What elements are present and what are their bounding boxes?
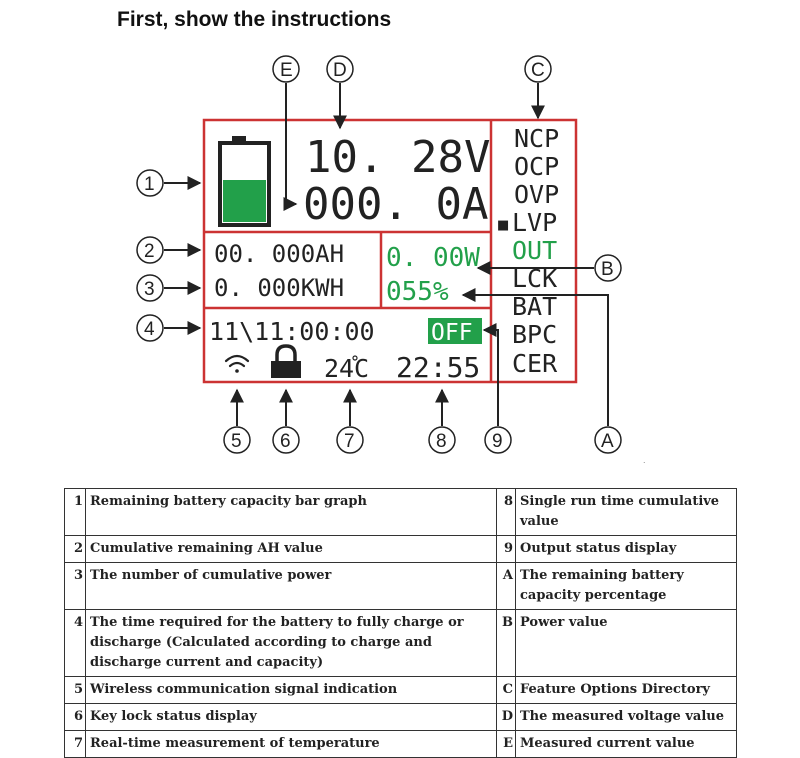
battery-icon [218, 136, 271, 227]
callout-4: 4 [136, 314, 164, 342]
svg-text:E: E [280, 60, 293, 81]
power-value: 0. 00W [386, 243, 480, 273]
legend-number: 7 [64, 730, 86, 758]
legend-description: Wireless communication signal indication [85, 676, 497, 704]
svg-text:3: 3 [144, 279, 155, 300]
svg-text:B: B [601, 259, 614, 280]
callout-1: 1 [136, 169, 164, 197]
time-value: 11\11:00:00 [209, 317, 375, 346]
legend-key: B [496, 609, 516, 677]
legend-number: 1 [64, 488, 86, 536]
stray-mark: . [643, 455, 646, 465]
menu-item-ocp: OCP [514, 152, 559, 181]
battery-level-fill [223, 180, 266, 222]
callout-6: 6 [272, 426, 300, 454]
percent-value: 055% [386, 277, 449, 307]
svg-text:7: 7 [344, 431, 355, 452]
callout-c: C [524, 55, 552, 83]
temperature-unit: C [354, 354, 369, 383]
legend-description: Cumulative remaining AH value [85, 535, 497, 563]
legend-key: C [496, 676, 516, 704]
callout-3: 3 [136, 274, 164, 302]
legend-key: A [496, 562, 516, 610]
menu-selected-marker: ■ [497, 218, 509, 233]
kwh-value: 0. 000KWH [214, 274, 344, 302]
temperature-value: 24 [324, 354, 354, 383]
legend-key: D [496, 703, 516, 731]
callout-8: 8 [428, 426, 456, 454]
callout-7: 7 [336, 426, 364, 454]
svg-text:A: A [601, 431, 614, 452]
page-title: First, show the instructions [117, 8, 392, 31]
clock-value: 22:55 [396, 351, 480, 384]
svg-text:4: 4 [144, 319, 155, 340]
lcd-diagram: 10. 28V 000. 0A 00. 000AH 0. 000KWH 0. 0… [136, 55, 622, 454]
legend-key: E [496, 730, 516, 758]
menu-item-bat: BAT [512, 292, 557, 321]
legend-key: 9 [496, 535, 516, 563]
legend-key-description: The measured voltage value [515, 703, 737, 731]
status-text: OFF [431, 320, 473, 346]
current-value: 000. 0A [303, 179, 488, 230]
degree-mark [352, 355, 358, 361]
legend-key-description: Feature Options Directory [515, 676, 737, 704]
legend-description: The number of cumulative power [85, 562, 497, 610]
legend-number: 5 [64, 676, 86, 704]
menu-item-cer: CER [512, 349, 558, 378]
menu-item-ovp: OVP [514, 180, 559, 209]
legend-number: 4 [64, 609, 86, 677]
legend-key-description: Power value [515, 609, 737, 677]
svg-text:1: 1 [144, 174, 155, 195]
callout-2: 2 [136, 236, 164, 264]
lcd-screen-frame [202, 118, 578, 384]
callout-9: 9 [484, 426, 512, 454]
legend-key-description: The remaining battery capacity percentag… [515, 562, 737, 610]
callout-b: B [594, 254, 622, 282]
legend-description: Key lock status display [85, 703, 497, 731]
svg-text:C: C [531, 60, 545, 81]
menu-item-bpc: BPC [512, 320, 557, 349]
callout-5: 5 [223, 426, 251, 454]
legend-key-description: Output status display [515, 535, 737, 563]
menu-item-lvp: LVP [512, 208, 557, 237]
status-badge [428, 318, 482, 344]
legend-description: The time required for the battery to ful… [85, 609, 497, 677]
legend-key-description: Measured current value [515, 730, 737, 758]
voltage-value: 10. 28V [305, 132, 490, 183]
menu-item-out: OUT [512, 236, 557, 265]
legend-number: 2 [64, 535, 86, 563]
callout-arrows [164, 83, 609, 426]
svg-text:8: 8 [436, 431, 447, 452]
svg-text:6: 6 [280, 431, 291, 452]
lock-icon [271, 344, 301, 378]
callout-d: D [326, 55, 354, 83]
callout-e: E [272, 55, 300, 83]
legend-key: 8 [496, 488, 516, 536]
menu-item-ncp: NCP [514, 124, 559, 153]
wifi-icon [224, 354, 250, 373]
svg-text:5: 5 [231, 431, 242, 452]
svg-text:2: 2 [144, 241, 155, 262]
svg-text:D: D [333, 60, 347, 81]
svg-text:9: 9 [492, 431, 503, 452]
ah-value: 00. 000AH [214, 240, 344, 268]
legend-description: Remaining battery capacity bar graph [85, 488, 497, 536]
legend-description: Real-time measurement of temperature [85, 730, 497, 758]
legend-number: 3 [64, 562, 86, 610]
legend-number: 6 [64, 703, 86, 731]
legend-key-description: Single run time cumulative value [515, 488, 737, 536]
callout-a: A [594, 426, 622, 454]
